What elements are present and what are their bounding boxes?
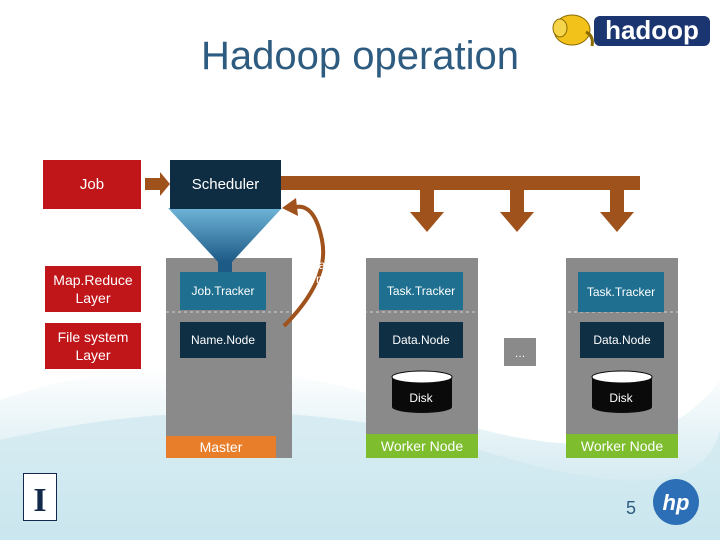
page-number: 5 xyxy=(626,498,637,518)
task-label-1: Task xyxy=(383,159,410,174)
task-distribution-bar xyxy=(280,176,640,190)
task-label-2: Task xyxy=(473,159,500,174)
tasktracker-box-2: Task.Tracker xyxy=(578,272,664,312)
job-box: Job xyxy=(43,160,141,209)
filesystem-layer-box: File system Layer xyxy=(45,323,141,369)
job-to-scheduler-arrow xyxy=(145,172,170,196)
disk-label-2: Disk xyxy=(609,391,633,405)
worker-node-label-1: Worker Node xyxy=(366,434,478,458)
hadoop-logo-text: hadoop xyxy=(605,15,699,45)
master-label: Master xyxy=(166,436,276,458)
tasktracker-box-1: Task.Tracker xyxy=(379,272,463,310)
svg-text:hp: hp xyxy=(663,490,690,515)
worker-node-label-2: Worker Node xyxy=(566,434,678,458)
datanode-box-2: Data.Node xyxy=(580,322,664,358)
hadoop-logo: hadoop xyxy=(552,14,710,47)
uiuc-logo: I xyxy=(23,473,57,521)
more-workers-ellipsis: … xyxy=(504,338,536,366)
svg-text:I: I xyxy=(33,482,46,519)
datanode-box-1: Data.Node xyxy=(379,322,463,358)
location-info-arrow xyxy=(282,204,326,328)
jobtracker-box: Job.Tracker xyxy=(180,272,266,310)
hp-logo: hp xyxy=(653,479,699,525)
mapreduce-layer-box: Map.Reduce Layer xyxy=(45,266,141,312)
location-information-label: Location Information xyxy=(291,258,353,286)
disk-icon xyxy=(391,370,453,413)
task-label-3: Task xyxy=(563,159,590,174)
scheduler-funnel xyxy=(168,208,282,262)
namenode-box: Name.Node xyxy=(180,322,266,358)
page-title: Hadoop operation xyxy=(200,34,520,78)
disk-icon xyxy=(591,370,653,413)
disk-label-1: Disk xyxy=(409,391,433,405)
scheduler-box: Scheduler xyxy=(170,160,281,209)
